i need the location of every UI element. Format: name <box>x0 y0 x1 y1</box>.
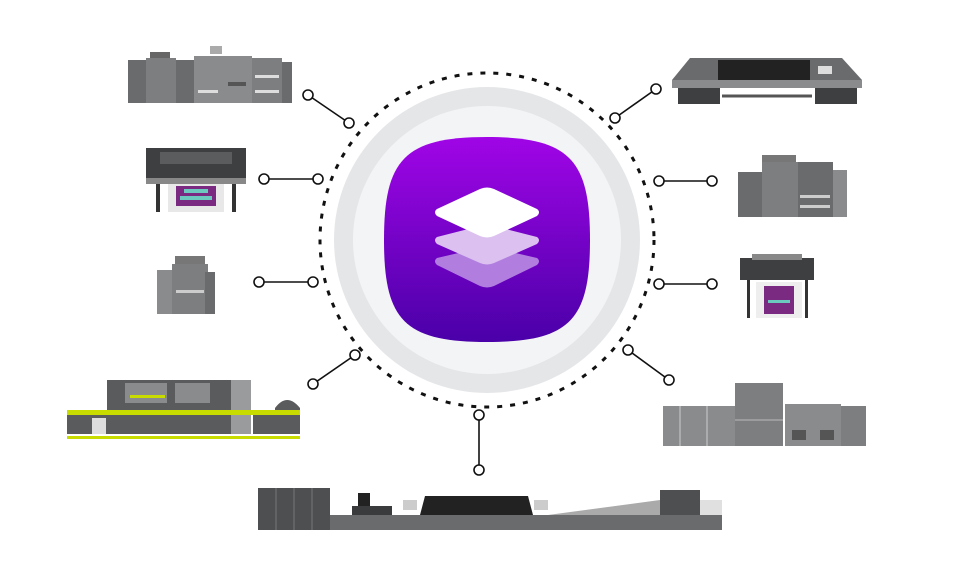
layers-icon <box>435 187 539 288</box>
large-format-printer-left <box>146 148 246 212</box>
office-copier-left <box>157 256 215 314</box>
large-format-printer-right <box>740 254 814 318</box>
production-press-top-left <box>128 46 292 103</box>
dotted-orbit <box>318 71 656 409</box>
production-press-bottom-right <box>663 383 866 446</box>
continuous-feed-press-bottom <box>258 488 722 530</box>
connectors <box>253 83 718 476</box>
flatbed-printer-top-right <box>672 58 862 104</box>
inkjet-press-bottom-left <box>67 380 300 439</box>
production-copier-right <box>738 155 847 217</box>
